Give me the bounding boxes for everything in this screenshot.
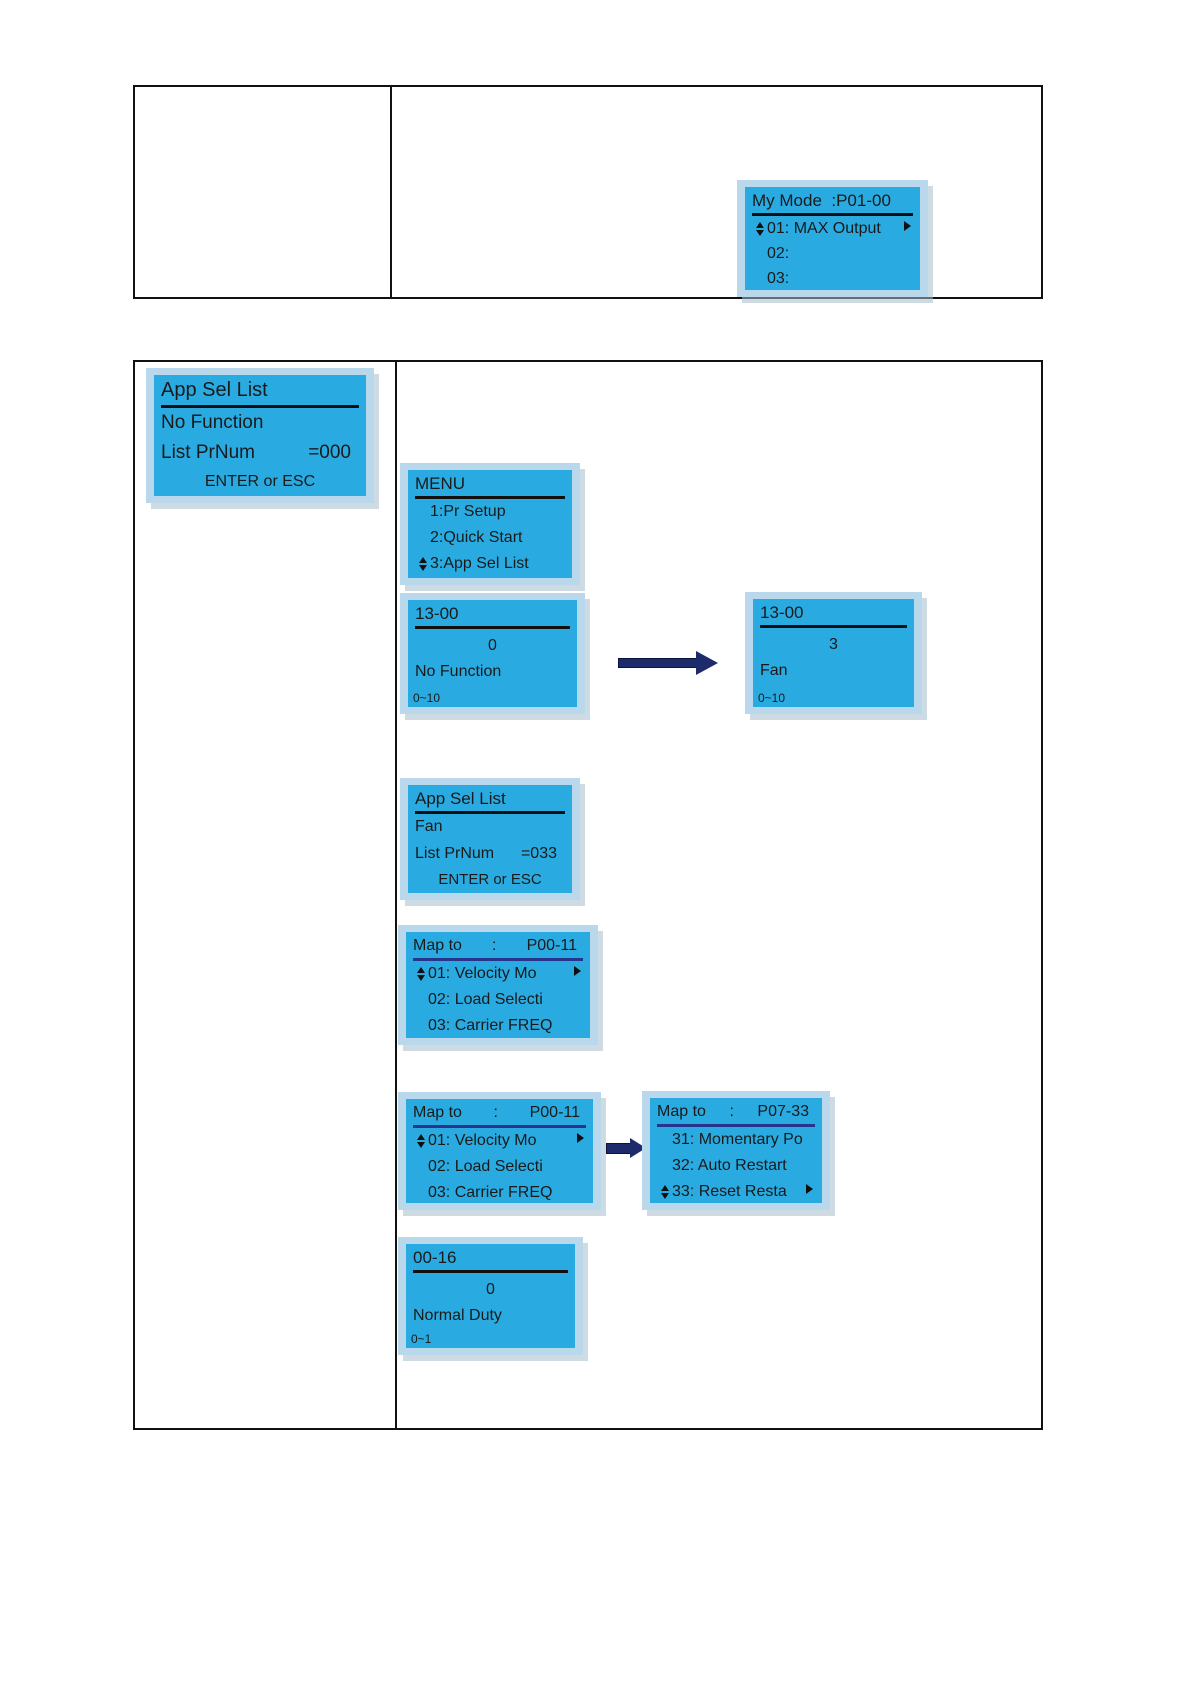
parameter-value: 3 [829,636,838,653]
menu-row: 2:Quick Start [430,529,523,546]
up-down-arrow-icon [752,221,767,236]
arrow-head [696,651,718,675]
up-down-arrow-icon [413,1134,428,1148]
lcd-screen-map-to-p00-11: Map to : P00-11 01: Velocity Mo 02: Load… [398,925,598,1045]
lcd-display: My Mode :P01-00 01: MAX Output 02: 03: [745,187,920,290]
menu-row: 3:App Sel List [415,551,565,577]
up-down-arrow-icon [415,557,430,571]
screen-line: List PrNum =000 [161,442,351,463]
parameter-range: 0~10 [413,691,441,705]
menu-row: 01: MAX Output [752,216,913,241]
parameter-label: No Function [415,663,502,680]
lcd-display: MENU 1:Pr Setup 2:Quick Start 3:App Sel … [408,470,572,578]
parameter-value: 0 [486,1281,495,1298]
lcd-screen-00-16: 00-16 0 Normal Duty 0~1 [398,1237,583,1355]
parameter-label: Fan [760,662,788,679]
flow-arrow-icon [606,1138,646,1158]
arrow-shaft [606,1142,630,1154]
lcd-screen-map-to-p07-33: Map to : P07-33 31: Momentary Po 32: Aut… [642,1091,830,1210]
screen-line: Fan [415,818,443,835]
parameter-range: 0~1 [411,1332,432,1346]
menu-row: 01: Velocity Mo [413,1128,586,1154]
screen-title: 00-16 [413,1247,568,1273]
right-arrow-icon [904,221,911,231]
menu-row: 02: [767,245,790,262]
lcd-display: App Sel List Fan List PrNum =033 ENTER o… [408,785,572,893]
up-down-arrow-icon [657,1185,672,1199]
screen-title: Map to : P00-11 [413,1102,586,1128]
parameter-range: 0~10 [758,691,786,705]
screen-footer: ENTER or ESC [438,871,542,888]
screen-title: Map to : P00-11 [413,935,583,961]
lcd-display: 13-00 0 No Function 0~10 [408,600,577,707]
menu-row: 02: Load Selecti [428,1158,543,1175]
lcd-screen-app-sel-list-empty: App Sel List No Function List PrNum =000… [146,368,374,503]
table-top-column-divider [390,87,392,297]
parameter-label: Normal Duty [413,1307,502,1324]
lcd-screen-map-to-p00-11-pair: Map to : P00-11 01: Velocity Mo 02: Load… [398,1092,601,1210]
menu-row: 32: Auto Restart [672,1157,787,1174]
menu-row: 03: [767,270,790,287]
right-arrow-icon [806,1184,813,1194]
screen-title: 13-00 [760,602,907,628]
screen-title: My Mode :P01-00 [752,190,913,216]
table-main [133,360,1043,1430]
arrow-shaft [618,658,696,668]
screen-line: No Function [161,412,264,433]
screen-title: App Sel List [415,788,565,814]
lcd-screen-13-00-after: 13-00 3 Fan 0~10 [745,592,922,714]
right-arrow-icon [574,966,581,976]
menu-row: 02: Load Selecti [428,991,543,1008]
right-arrow-icon [577,1133,584,1143]
lcd-display: Map to : P00-11 01: Velocity Mo 02: Load… [406,932,590,1038]
lcd-screen-menu: MENU 1:Pr Setup 2:Quick Start 3:App Sel … [400,463,580,585]
lcd-screen-app-sel-list-fan: App Sel List Fan List PrNum =033 ENTER o… [400,778,580,900]
table-main-column-divider [395,362,397,1428]
lcd-display: 00-16 0 Normal Duty 0~1 [406,1244,575,1348]
lcd-display: Map to : P00-11 01: Velocity Mo 02: Load… [406,1099,593,1203]
parameter-value: 0 [488,637,497,654]
lcd-display: App Sel List No Function List PrNum =000… [154,375,366,496]
up-down-arrow-icon [413,967,428,981]
menu-row: 03: Carrier FREQ [428,1017,553,1034]
menu-row: 33: Reset Resta [657,1179,815,1203]
screen-line: List PrNum =033 [415,845,557,862]
menu-row: 31: Momentary Po [672,1131,803,1148]
menu-row: 03: Carrier FREQ [428,1184,553,1201]
screen-title: MENU [415,473,565,499]
lcd-screen-my-mode: My Mode :P01-00 01: MAX Output 02: 03: [737,180,928,297]
lcd-screen-13-00-before: 13-00 0 No Function 0~10 [400,593,585,714]
screen-footer: ENTER or ESC [204,473,316,490]
screen-title: App Sel List [161,378,359,408]
screen-title: 13-00 [415,603,570,629]
menu-row: 1:Pr Setup [430,503,506,520]
lcd-display: Map to : P07-33 31: Momentary Po 32: Aut… [650,1098,822,1203]
flow-arrow-icon [618,651,718,675]
menu-row: 01: Velocity Mo [413,961,583,987]
screen-title: Map to : P07-33 [657,1101,815,1127]
lcd-display: 13-00 3 Fan 0~10 [753,599,914,707]
